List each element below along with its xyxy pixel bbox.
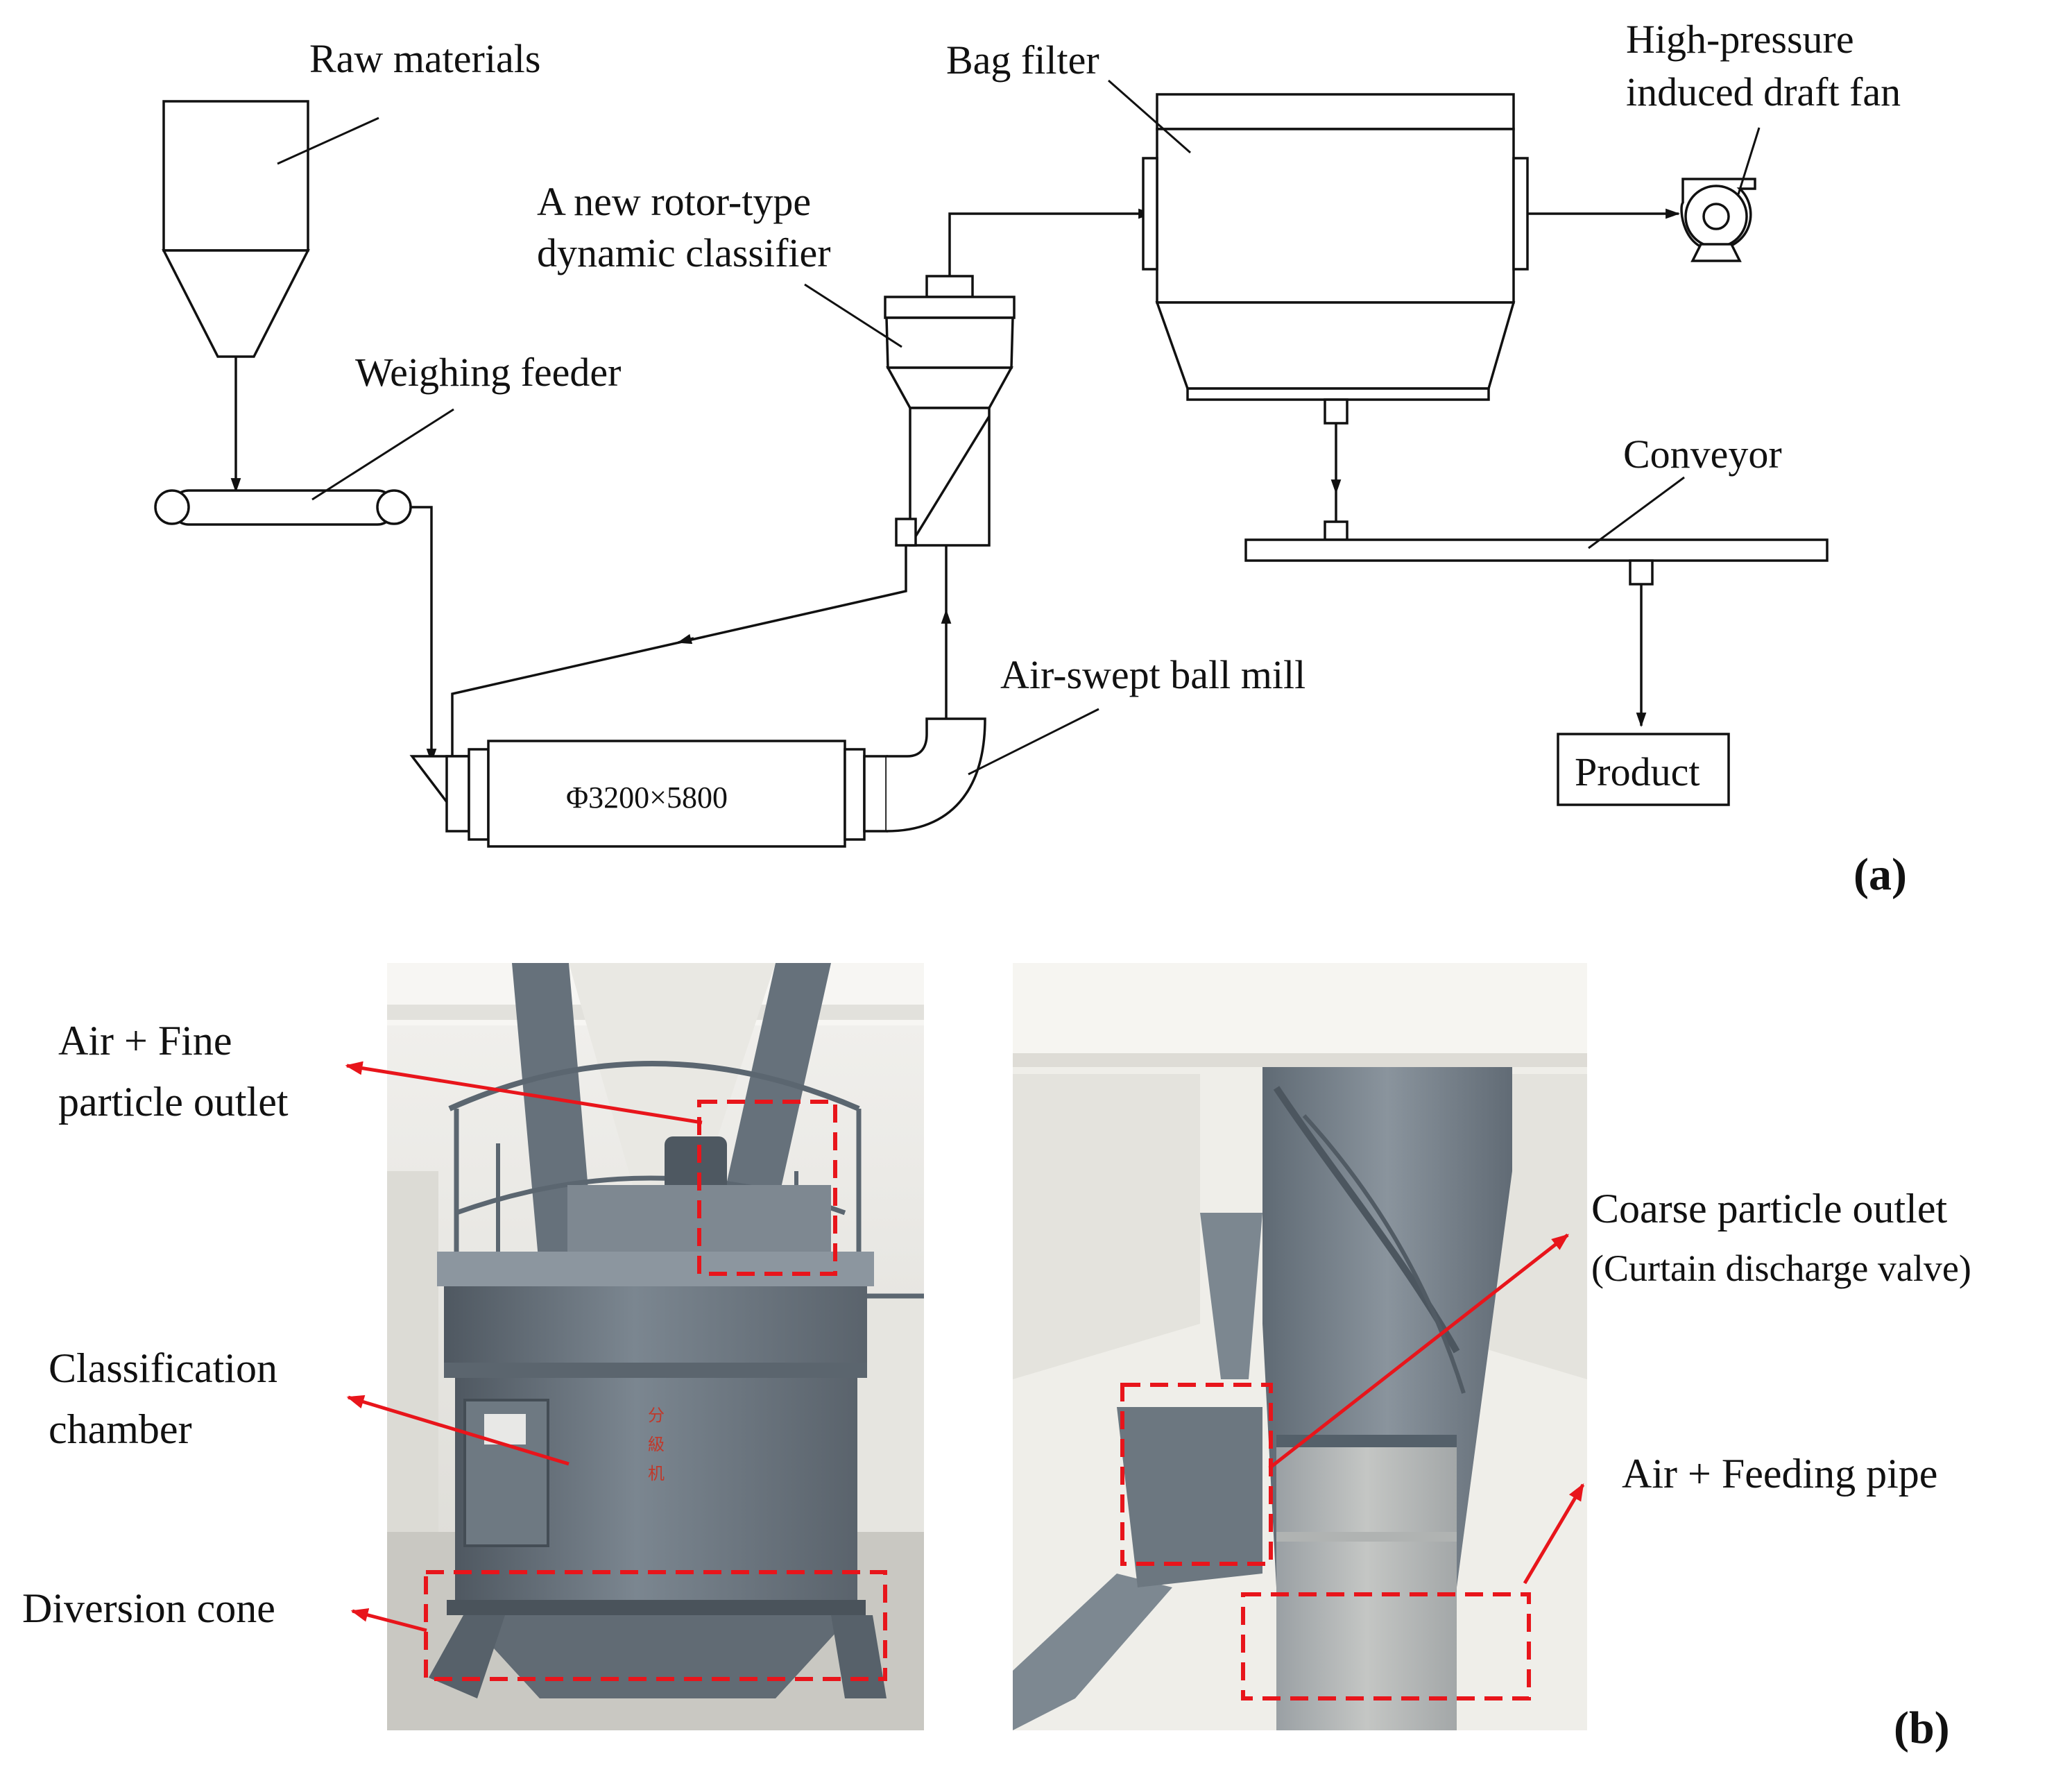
panel-a-labels: Raw materials Weighing feeder A new roto… [309, 17, 1907, 900]
label-fan-line1: High-pressure [1626, 17, 1854, 62]
label-conveyor: Conveyor [1623, 432, 1782, 477]
panel-a-schematic [154, 79, 1829, 848]
conveyor [1244, 520, 1829, 806]
label-fan-line2: induced draft fan [1626, 69, 1901, 114]
label-weighing-feeder: Weighing feeder [355, 350, 621, 395]
classifier-plate-char3: 机 [648, 1465, 665, 1483]
label-chamber-line1: Classification [49, 1345, 277, 1391]
induced-draft-fan [1680, 178, 1756, 262]
label-ball-mill: Air-swept ball mill [1000, 652, 1305, 697]
bag-filter [1142, 93, 1681, 522]
panel-a-leaders [277, 79, 1761, 776]
label-bag-filter: Bag filter [946, 37, 1099, 83]
label-chamber-line2: chamber [49, 1406, 192, 1452]
coarse-return-line [451, 545, 907, 756]
label-fine-outlet-line2: particle outlet [58, 1079, 289, 1125]
label-raw-materials: Raw materials [309, 36, 540, 81]
label-product: Product [1575, 749, 1699, 794]
panel-b-tag: (b) [1894, 1703, 1950, 1753]
classifier-plate-char1: 分 [648, 1406, 665, 1425]
raw-material-hopper [162, 100, 310, 493]
label-feeding-pipe: Air + Feeding pipe [1622, 1451, 1937, 1497]
photo-feeding-pipe [1013, 963, 1587, 1730]
panel-a-tag: (a) [1853, 849, 1907, 900]
label-coarse-outlet-line1: Coarse particle outlet [1591, 1186, 1947, 1231]
classifier-plate-char2: 級 [648, 1435, 665, 1454]
photo-classifier: 分 級 机 [387, 963, 924, 1730]
label-classifier-line2: dynamic classifier [537, 230, 831, 275]
panel-b-labels: Air + Fine particle outlet Classificatio… [22, 1018, 1971, 1753]
label-mill-size: Φ3200×5800 [566, 781, 728, 815]
panel-b-arrows [345, 1061, 1585, 1633]
label-coarse-outlet-line2: (Curtain discharge valve) [1591, 1247, 1971, 1289]
label-classifier-line1: A new rotor-type [537, 179, 811, 224]
label-diversion-cone: Diversion cone [22, 1585, 275, 1631]
ball-mill [409, 545, 986, 848]
label-fine-outlet-line1: Air + Fine [58, 1018, 232, 1064]
weighing-feeder-belt [154, 489, 437, 764]
dynamic-classifier [884, 208, 1154, 547]
